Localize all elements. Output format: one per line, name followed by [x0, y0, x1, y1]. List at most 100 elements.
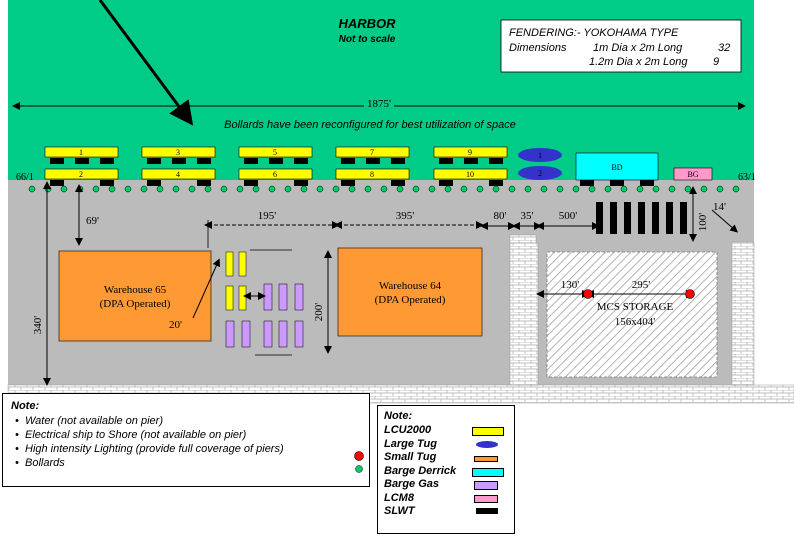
legend-label: Barge Derrick — [384, 464, 457, 477]
note-water: Water (not available on pier) — [15, 414, 361, 428]
utilities-note-list: Water (not available on pier) Electrical… — [11, 414, 361, 470]
lcu-number-9: 9 — [468, 148, 472, 157]
bollard-dot-icon — [28, 185, 36, 193]
lcu-vessel: 7 8 — [335, 146, 410, 180]
harbor-subtitle: Not to scale — [339, 34, 396, 45]
legend-label: Small Tug — [384, 451, 437, 463]
bollard-dot-icon — [156, 185, 164, 193]
legend-label: SLWT — [384, 505, 415, 517]
lcm8-swatch — [474, 494, 498, 503]
lcu-swatch — [472, 427, 504, 436]
dim-130-label: 130' — [561, 279, 580, 291]
bollard-dot-icon — [284, 185, 292, 193]
berth-right-end-label: 63/1 — [738, 172, 756, 183]
lcu-number-1: 1 — [79, 148, 83, 157]
lcu-group: 1 2 3 4 5 6 7 8 9 10 — [44, 146, 508, 180]
bollard-dot-icon — [92, 185, 100, 193]
dim-14-label: 14' — [713, 201, 726, 213]
bollard-dot-icon — [460, 185, 468, 193]
legend-label: Large Tug — [384, 437, 437, 450]
bollard-dot-icon — [236, 185, 244, 193]
harbor-title: HARBOR — [338, 16, 396, 31]
legend-large-tug: Large Tug — [384, 438, 508, 452]
dim-340-label: 340' — [32, 316, 44, 335]
dim-14-line — [711, 209, 739, 233]
barge-derrick — [575, 152, 659, 181]
bollard-dot-icon — [412, 185, 420, 193]
annotation-arrow — [98, 0, 194, 126]
legend-lcu2000: LCU2000 — [384, 424, 508, 438]
bollard-dot-icon — [268, 185, 276, 193]
bollard-dot-icon — [124, 185, 132, 193]
dim-69-label: 69' — [86, 215, 99, 227]
legend-title: Note: — [384, 410, 413, 422]
bollard-dot-icon — [524, 185, 532, 193]
dim-20-line — [192, 258, 221, 319]
bollard-dot-icon — [588, 185, 596, 193]
bollard-dot-icon — [732, 185, 740, 193]
mcs-storage-name: MCS STORAGE — [597, 301, 674, 313]
bollard-dot-icon — [428, 185, 436, 193]
lcu-number-5: 5 — [273, 148, 277, 157]
bollard-dot-icon — [300, 185, 308, 193]
warehouse-65 — [58, 250, 212, 342]
barge-derrick-swatch — [472, 467, 504, 477]
brick-wall-left — [509, 241, 539, 386]
bollard-dot-icon — [444, 185, 452, 193]
bollard-dot-icon — [380, 185, 388, 193]
lcu-number-6: 6 — [273, 170, 277, 179]
fendering-dimensions-label: Dimensions — [509, 42, 567, 54]
lcu-number-4: 4 — [176, 170, 180, 179]
warehouse-65-name: Warehouse 65 — [104, 284, 167, 296]
light-dot-icon — [354, 451, 364, 461]
warehouse-64-name: Warehouse 64 — [379, 280, 442, 292]
dim-80-label: 80' — [494, 210, 507, 222]
warehouse-65-operator: (DPA Operated) — [100, 298, 171, 310]
pier-length-label: 1875' — [367, 98, 391, 110]
small-tug-swatch — [474, 456, 498, 462]
bollard-dot-icon — [492, 185, 500, 193]
lcu-vessel: 9 10 — [433, 146, 508, 180]
large-tug-swatch — [476, 440, 498, 448]
bollard-dot-icon — [540, 185, 548, 193]
warehouse-64-operator: (DPA Operated) — [375, 294, 446, 306]
lcm8-vessel — [673, 167, 713, 181]
bollard-dot-icon — [700, 185, 708, 193]
mcs-storage — [546, 251, 718, 378]
utilities-note: Note: Water (not available on pier) Elec… — [2, 393, 370, 487]
bollard-dot-icon — [316, 185, 324, 193]
bollard-dot-icon — [620, 185, 628, 193]
note-electrical: Electrical ship to Shore (not available … — [15, 428, 361, 442]
brick-wall-top — [509, 234, 537, 244]
lcu-number-3: 3 — [176, 148, 180, 157]
dim-200-label: 200' — [313, 303, 325, 322]
legend-slwt: SLWT — [384, 505, 508, 519]
fendering-row1-count: 32 — [718, 42, 730, 54]
bollard-dot-icon — [140, 185, 148, 193]
bollard-dot-icon — [355, 465, 363, 473]
bollard-dot-icon — [364, 185, 372, 193]
dim-35-label: 35' — [521, 210, 534, 222]
fendering-row2-count: 9 — [713, 56, 719, 68]
bollard-dot-icon — [220, 185, 228, 193]
lcu-vessel: 5 6 — [238, 146, 313, 180]
lcu-number-2: 2 — [79, 170, 83, 179]
bollards-annotation: Bollards have been reconfigured for best… — [224, 119, 516, 131]
large-tug-2 — [518, 166, 562, 180]
brick-wall-right — [731, 241, 755, 386]
light-dot-icon — [583, 289, 593, 299]
bollard-dot-icon — [476, 185, 484, 193]
bollard-dot-icon — [508, 185, 516, 193]
bollard-dot-icon — [44, 185, 52, 193]
large-tug-1-label: 1 — [538, 151, 542, 160]
barge-gas-swatch — [474, 481, 498, 490]
barge-gas-group — [225, 283, 304, 348]
bollard-dot-icon — [188, 185, 196, 193]
bollard-dot-icon — [172, 185, 180, 193]
bollard-dot-icon — [668, 185, 676, 193]
note-bollards: Bollards — [15, 456, 361, 470]
bollard-dot-icon — [684, 185, 692, 193]
dim-500-label: 500' — [559, 210, 578, 222]
